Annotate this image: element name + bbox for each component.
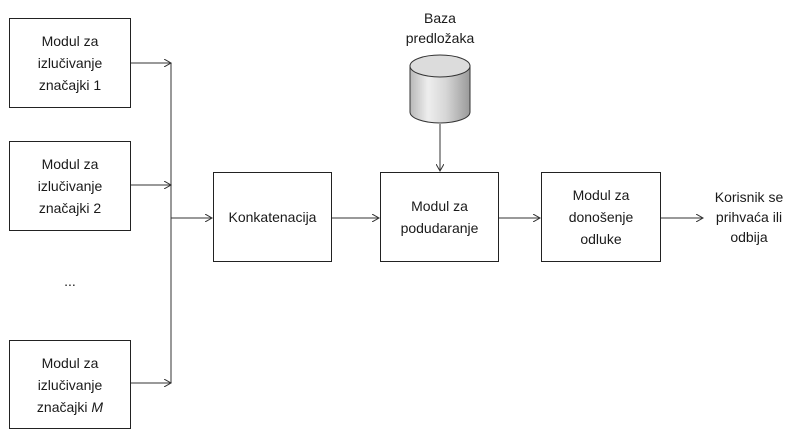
database-icon (409, 54, 471, 124)
concatenation-label: Konkatenacija (228, 209, 317, 225)
ellipsis-text: ... (64, 273, 76, 289)
concatenation-box: Konkatenacija (213, 172, 332, 262)
database-label: Baza predložaka (405, 10, 475, 46)
matching-module-box: Modul za podudaranje (380, 172, 499, 262)
matching-label: Modul za podudaranje (400, 198, 479, 236)
output-text: Korisnik se prihvaća ili odbija (714, 189, 784, 245)
decision-module-box: Modul za donošenje odluke (541, 172, 661, 262)
decision-label: Modul za donošenje odluke (568, 187, 634, 247)
